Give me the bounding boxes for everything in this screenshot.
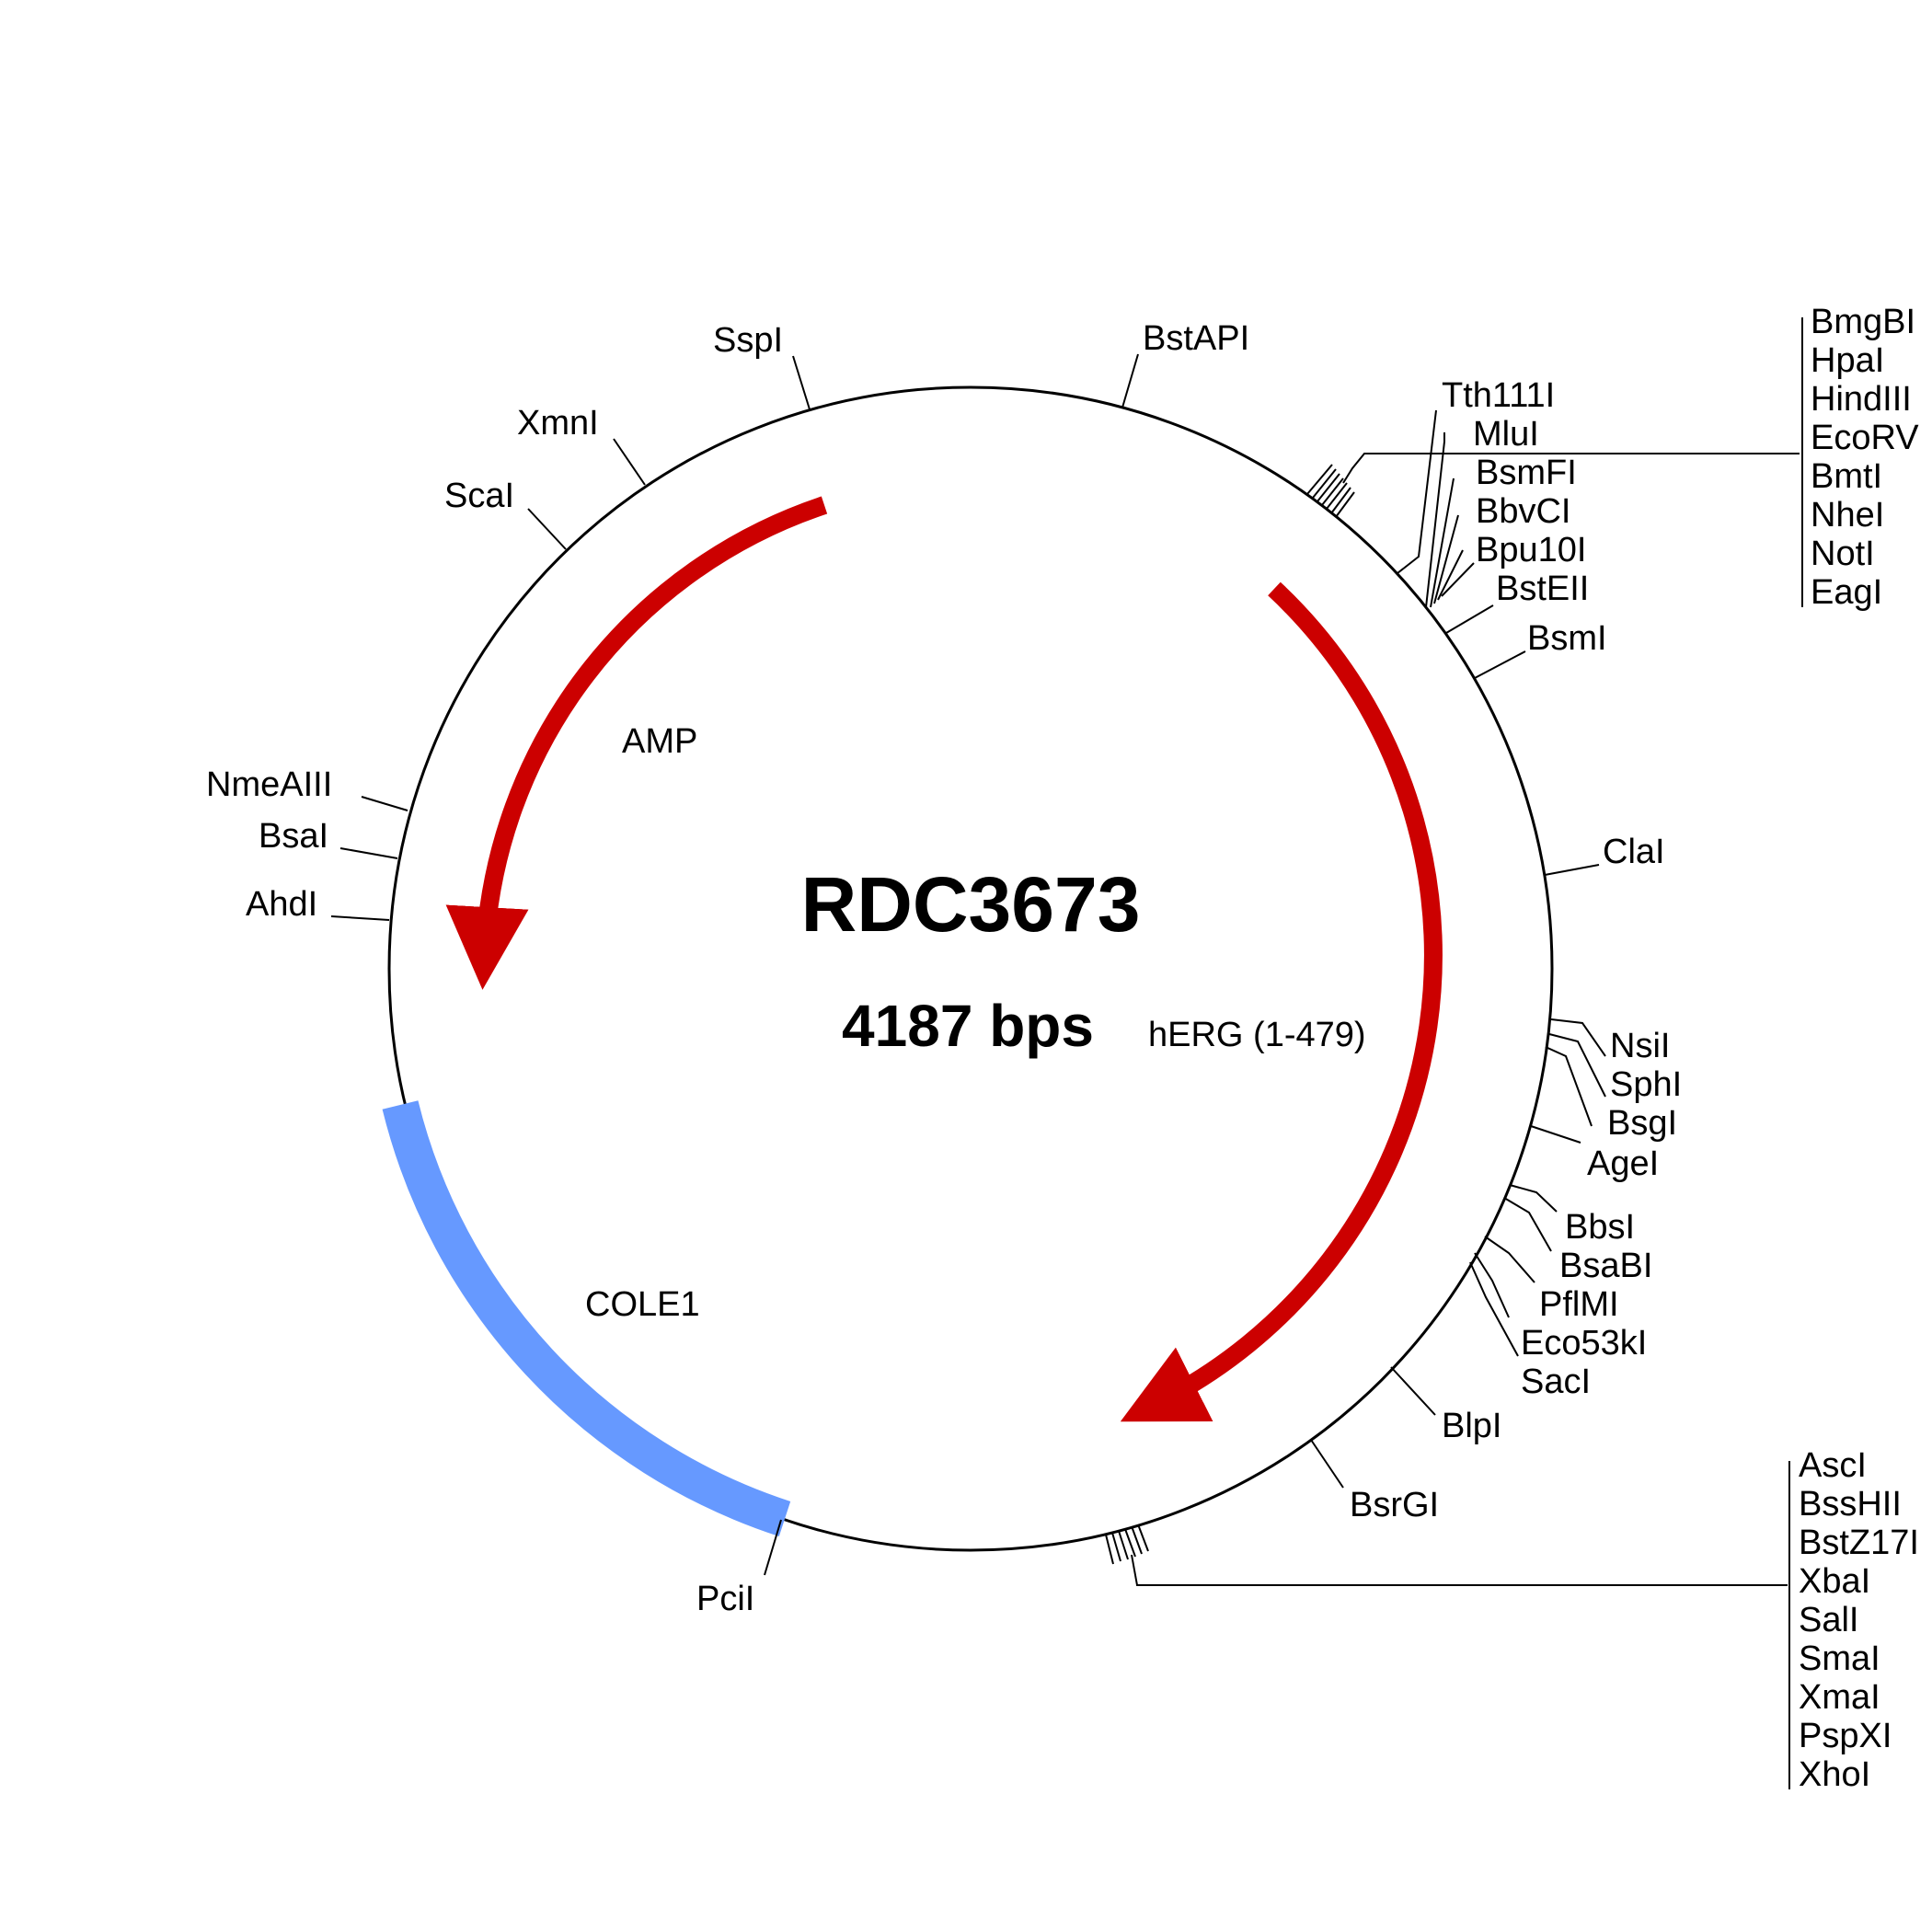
site-label-agei[interactable]: AgeI bbox=[1587, 1144, 1659, 1183]
site-label-pcii[interactable]: PciI bbox=[696, 1580, 754, 1618]
site-label-bsgi[interactable]: BsgI bbox=[1607, 1104, 1677, 1143]
site-label-bsrgi[interactable]: BsrGI bbox=[1350, 1486, 1439, 1524]
site-label-mlui[interactable]: MluI bbox=[1473, 415, 1539, 454]
mcs-top-site-4[interactable]: BmtI bbox=[1811, 457, 1882, 496]
site-label-bpu10i[interactable]: Bpu10I bbox=[1476, 531, 1586, 569]
site-label-nmeaiii[interactable]: NmeAIII bbox=[206, 765, 332, 804]
site-label-bsai[interactable]: BsaI bbox=[259, 817, 328, 856]
mcs-top-site-2[interactable]: HindIII bbox=[1811, 380, 1912, 419]
mcs-top-site-7[interactable]: EagI bbox=[1811, 573, 1882, 612]
mcs-top-site-0[interactable]: BmgBI bbox=[1811, 303, 1915, 341]
site-label-clai[interactable]: ClaI bbox=[1603, 833, 1665, 871]
mcs-bottom-site-7[interactable]: PspXI bbox=[1799, 1717, 1892, 1755]
feature-label-herg: hERG (1-479) bbox=[1148, 1016, 1366, 1054]
site-label-bbsi[interactable]: BbsI bbox=[1565, 1208, 1635, 1247]
mcs-bottom-connector bbox=[1105, 1461, 1790, 1789]
feature-arc-cole1[interactable] bbox=[382, 1100, 791, 1537]
site-label-bstapi[interactable]: BstAPI bbox=[1143, 319, 1249, 358]
site-label-scai[interactable]: ScaI bbox=[444, 477, 514, 515]
site-label-ahdi[interactable]: AhdI bbox=[246, 885, 317, 924]
mcs-top-connector bbox=[1306, 317, 1803, 607]
site-label-nsii[interactable]: NsiI bbox=[1610, 1027, 1670, 1065]
mcs-top-site-6[interactable]: NotI bbox=[1811, 535, 1875, 573]
plasmid-name: RDC3673 bbox=[801, 861, 1141, 948]
site-label-tth111i[interactable]: Tth111I bbox=[1442, 376, 1555, 415]
mcs-bottom-site-0[interactable]: AscI bbox=[1799, 1446, 1867, 1485]
mcs-bottom-site-1[interactable]: BssHII bbox=[1799, 1485, 1902, 1524]
site-label-blpi[interactable]: BlpI bbox=[1442, 1407, 1501, 1445]
mcs-bottom-site-3[interactable]: XbaI bbox=[1799, 1562, 1870, 1601]
site-label-bbvci[interactable]: BbvCI bbox=[1476, 492, 1570, 531]
site-label-pflmi[interactable]: PflMI bbox=[1539, 1285, 1619, 1324]
mcs-top-site-3[interactable]: EcoRV bbox=[1811, 419, 1919, 457]
mcs-bottom-site-5[interactable]: SmaI bbox=[1799, 1639, 1880, 1678]
mcs-bottom-site-8[interactable]: XhoI bbox=[1799, 1755, 1870, 1794]
site-label-bsteii[interactable]: BstEII bbox=[1496, 569, 1589, 608]
mcs-top-site-1[interactable]: HpaI bbox=[1811, 341, 1884, 380]
site-label-sspi[interactable]: SspI bbox=[713, 321, 783, 360]
site-label-eco53ki[interactable]: Eco53kI bbox=[1521, 1324, 1647, 1363]
site-label-bsabi[interactable]: BsaBI bbox=[1559, 1247, 1652, 1285]
site-leaders bbox=[330, 353, 1606, 1576]
site-label-sphi[interactable]: SphI bbox=[1610, 1065, 1682, 1104]
site-label-bsmfi[interactable]: BsmFI bbox=[1476, 454, 1577, 492]
mcs-top-site-5[interactable]: NheI bbox=[1811, 496, 1884, 535]
plasmid-size: 4187 bps bbox=[842, 993, 1094, 1059]
mcs-bottom-site-4[interactable]: SalI bbox=[1799, 1601, 1858, 1639]
feature-arc-herg[interactable] bbox=[1120, 581, 1443, 1422]
mcs-bottom-site-6[interactable]: XmaI bbox=[1799, 1678, 1880, 1717]
plasmid-backbone bbox=[387, 385, 1554, 1552]
feature-label-amp: AMP bbox=[622, 722, 697, 761]
mcs-bottom-site-2[interactable]: BstZ17I bbox=[1799, 1524, 1919, 1562]
feature-label-cole1: COLE1 bbox=[585, 1285, 700, 1324]
site-label-xmni[interactable]: XmnI bbox=[517, 404, 599, 443]
site-label-bsmi[interactable]: BsmI bbox=[1527, 619, 1607, 658]
feature-arc-amp[interactable] bbox=[445, 496, 828, 990]
site-label-saci[interactable]: SacI bbox=[1521, 1363, 1591, 1401]
